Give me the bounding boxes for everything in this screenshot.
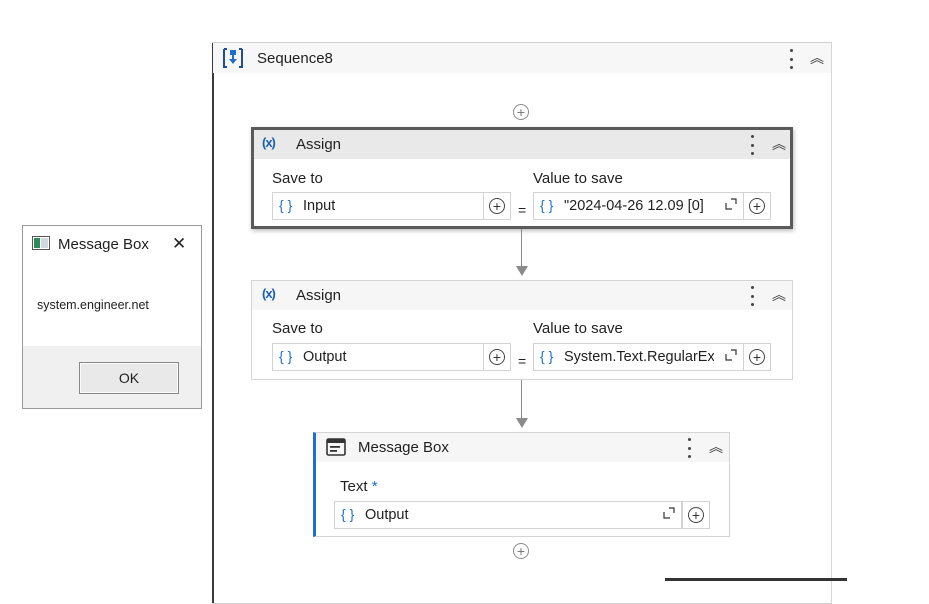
required-mark: * [371, 478, 378, 495]
assign-2-equals: = [518, 353, 527, 369]
assign-2-value-text: System.Text.RegularEx [564, 349, 714, 365]
message-box-text-field[interactable]: { } Output [334, 501, 682, 529]
expand-editor-icon[interactable] [725, 349, 737, 361]
connector-arrow [516, 418, 528, 428]
text-label: Text [340, 478, 368, 495]
brace-icon: { } [540, 348, 554, 364]
add-activity-bottom-button[interactable]: + [513, 543, 529, 559]
assign-2-save-to-label: Save to [272, 320, 323, 337]
dialog-app-icon [32, 236, 50, 255]
assign-1-header: (x) Assign ︽ [254, 130, 790, 159]
message-box-text-label: Text * [340, 478, 378, 495]
plus-icon: + [489, 349, 505, 365]
ok-button[interactable]: OK [79, 362, 179, 394]
assign-2-header: (x) Assign ︽ [252, 281, 792, 310]
dialog-close-icon[interactable]: ✕ [172, 234, 187, 253]
connector-line [521, 380, 522, 419]
assign-activity-1[interactable]: (x) Assign ︽ Save to Value to save { } I… [251, 127, 793, 229]
assign-1-equals: = [518, 202, 527, 218]
sequence-collapse-icon[interactable]: ︽ [810, 50, 824, 66]
message-box-activity-title: Message Box [358, 439, 449, 456]
assign-1-save-to-value: Input [303, 198, 336, 214]
message-box-add-button[interactable]: + [682, 501, 710, 529]
dialog-message: system.engineer.net [37, 298, 149, 312]
assign-2-value-add-button[interactable]: + [743, 343, 771, 371]
assign-1-title: Assign [296, 136, 342, 153]
brace-icon: { } [540, 197, 554, 213]
assign-2-save-to-add-button[interactable]: + [483, 343, 511, 371]
message-box-activity[interactable]: Message Box ︽ Text * { } Output + [313, 432, 730, 537]
assign-1-save-to-label: Save to [272, 170, 323, 187]
plus-icon: + [749, 349, 765, 365]
message-box-dialog: Message Box ✕ system.engineer.net OK [22, 225, 202, 409]
assign-1-value-field[interactable]: { } "2024-04-26 12.09 [0] [533, 192, 744, 220]
sequence-title: Sequence8 [257, 50, 333, 67]
assign-activity-2[interactable]: (x) Assign ︽ Save to Value to save { } O… [251, 280, 793, 380]
assign-2-value-label: Value to save [533, 320, 623, 337]
assign-2-save-to-field[interactable]: { } Output [272, 343, 484, 371]
connector-line [521, 229, 522, 267]
assign-1-collapse-icon[interactable]: ︽ [772, 136, 786, 152]
assign-1-save-to-field[interactable]: { } Input [272, 192, 484, 220]
assign-2-value-field[interactable]: { } System.Text.RegularEx [533, 343, 744, 371]
variable-icon: (x) [262, 135, 276, 150]
assign-2-menu-icon[interactable] [750, 286, 754, 306]
brace-icon: { } [279, 197, 293, 213]
assign-1-value-label: Value to save [533, 170, 623, 187]
brace-icon: { } [279, 348, 293, 364]
sequence-menu-icon[interactable] [789, 49, 793, 69]
message-box-icon [326, 438, 346, 461]
expand-editor-icon[interactable] [725, 198, 737, 210]
assign-1-value-add-button[interactable]: + [743, 192, 771, 220]
expand-editor-icon[interactable] [663, 507, 675, 519]
dialog-title: Message Box [58, 236, 149, 253]
assign-2-title: Assign [296, 287, 342, 304]
message-box-collapse-icon[interactable]: ︽ [709, 439, 723, 455]
assign-2-save-to-value: Output [303, 349, 347, 365]
message-box-activity-header: Message Box ︽ [316, 433, 729, 462]
variable-icon: (x) [262, 286, 276, 301]
assign-1-value-text: "2024-04-26 12.09 [0] [564, 198, 704, 214]
brace-icon: { } [341, 506, 355, 522]
sequence-icon [222, 47, 244, 74]
assign-2-collapse-icon[interactable]: ︽ [772, 287, 786, 303]
message-box-menu-icon[interactable] [687, 438, 691, 458]
assign-1-save-to-add-button[interactable]: + [483, 192, 511, 220]
message-box-text-value: Output [365, 507, 409, 523]
bottom-scrollbar[interactable] [665, 578, 847, 581]
sequence-header: Sequence8 ︽ [213, 43, 831, 73]
connector-arrow [516, 266, 528, 276]
plus-icon: + [688, 507, 704, 523]
plus-icon: + [749, 198, 765, 214]
plus-icon: + [489, 198, 505, 214]
assign-1-menu-icon[interactable] [750, 135, 754, 155]
add-activity-top-button[interactable]: + [513, 104, 529, 120]
